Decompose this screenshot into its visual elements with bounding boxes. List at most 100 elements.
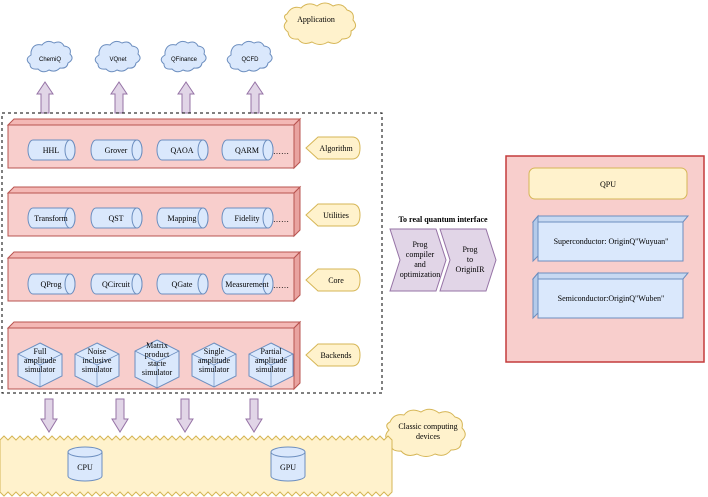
gpu-label: GPU	[280, 463, 296, 472]
hex-matrix-line3: stacte	[148, 359, 167, 368]
tag-backends-text: Backends	[320, 351, 351, 360]
pill-grover-label: Grover	[105, 146, 128, 155]
pill-qst	[90, 207, 143, 229]
hex-single-amplitude: Single amplitude simulator	[191, 342, 237, 388]
interface-title: To real quantum interface	[398, 215, 488, 224]
hex-matrix-line1: Matrix	[146, 341, 168, 350]
compiler-line4: optimization	[400, 270, 440, 279]
hex-full-line2: amplitude	[24, 356, 56, 365]
app-cloud-qcfd: QCFD	[226, 40, 273, 73]
pill-qgate-label: QGate	[172, 280, 193, 289]
pill-qcircuit-label: QCircuit	[102, 280, 131, 289]
hex-single-line3: simulator	[199, 365, 230, 374]
pill-qprog-label: QProg	[41, 280, 62, 289]
qpu-title-box	[528, 167, 688, 200]
hex-noise-line2: inclusive	[83, 356, 112, 365]
pill-qaoa	[156, 139, 209, 161]
pill-fidelity-label: Fidelity	[235, 214, 260, 223]
hex-single-line2: amplitude	[198, 356, 230, 365]
semiconductor-box: Semiconductor:OriginQ"Wuben"	[531, 271, 690, 320]
pill-fidelity	[221, 207, 274, 229]
app-cloud-vqnet: VQnet	[94, 40, 141, 73]
hex-full-amplitude: Full amplitude simulator	[17, 342, 63, 388]
originir-line3: OriginIR	[456, 265, 486, 274]
classic-badge-line1: Classic computing	[398, 422, 457, 431]
compiler-line2: compiler	[406, 250, 435, 259]
tag-algorithm-text: Algorithm	[319, 144, 353, 153]
superconductor-label: Superconductor: OriginQ"Wuyuan"	[554, 237, 669, 246]
pill-measurement	[221, 273, 274, 295]
pill-transform-label: Transform	[34, 214, 68, 223]
pill-qarm	[221, 139, 274, 161]
classic-badge-line2: devices	[416, 432, 440, 441]
up-arrow-chemiq	[36, 81, 54, 114]
pill-transform	[27, 207, 76, 229]
tag-algorithm	[305, 136, 361, 160]
app-cloud-chemiq: ChemiQ	[26, 40, 73, 73]
application-badge: Application	[283, 2, 357, 45]
pill-hhl	[27, 139, 76, 161]
pill-mapping	[156, 207, 209, 229]
classic-devices-band	[0, 435, 393, 497]
hex-single-line1: Single	[204, 347, 225, 356]
compiler-line3: and	[414, 260, 426, 269]
hex-partial-amplitude: Partial amplitude simulator	[248, 342, 294, 388]
hex-partial-line3: simulator	[256, 365, 287, 374]
hex-matrix-line4: simulator	[142, 368, 173, 377]
up-arrow-vqnet	[110, 81, 128, 114]
hex-partial-line2: amplitude	[255, 356, 287, 365]
prog-compiler-step: Prog compiler and optimization	[389, 228, 447, 292]
hex-matrix-line2: product	[145, 350, 170, 359]
qpu-panel: QPU Superconductor: OriginQ"Wuyuan" Semi…	[505, 155, 705, 363]
pill-qcircuit	[90, 273, 143, 295]
pill-qprog	[27, 273, 76, 295]
pill-qarm-label: QARM	[235, 146, 259, 155]
tag-backends	[305, 343, 361, 367]
classic-computing-badge: Classic computing devices	[385, 408, 466, 457]
semiconductor-label: Semiconductor:OriginQ"Wuben"	[558, 294, 665, 303]
up-arrow-qcfd	[246, 81, 264, 114]
down-arrow-1	[40, 398, 58, 433]
tag-utilities-text: Utilities	[323, 211, 349, 220]
pill-mapping-label: Mapping	[168, 214, 197, 223]
down-arrow-3	[176, 398, 194, 433]
prog-to-originir-step: Prog to OriginIR	[439, 228, 497, 292]
hex-noise-line1: Noise	[88, 347, 107, 356]
classic-arrows	[40, 398, 263, 433]
pill-qaoa-label: QAOA	[170, 146, 193, 155]
application-badge-text: Application	[297, 15, 335, 24]
app-arrows	[36, 81, 264, 114]
hex-partial-line1: Partial	[261, 347, 283, 356]
down-arrow-2	[111, 398, 129, 433]
down-arrow-4	[245, 398, 263, 433]
hex-matrix-product: Matrix product stacte simulator	[134, 339, 180, 389]
cpu-device: CPU	[67, 446, 103, 482]
app-cloud-qfinance: QFinance	[160, 40, 207, 73]
core-more: ……	[273, 281, 289, 290]
up-arrow-qfinance	[177, 81, 195, 114]
cpu-label: CPU	[77, 463, 93, 472]
tag-utilities	[305, 203, 361, 227]
hex-full-line1: Full	[34, 347, 48, 356]
pill-measurement-label: Measurement	[225, 280, 269, 289]
tag-core	[305, 268, 361, 292]
superconductor-box: Superconductor: OriginQ"Wuyuan"	[531, 214, 690, 263]
app-label-qfinance: QFinance	[171, 57, 198, 63]
compiler-line1: Prog	[412, 240, 427, 249]
app-label-chemiq: ChemiQ	[39, 57, 61, 63]
pill-grover	[90, 139, 143, 161]
app-label-vqnet: VQnet	[109, 57, 126, 63]
algorithm-more: ……	[273, 147, 289, 156]
pill-qst-label: QST	[108, 214, 123, 223]
originir-line1: Prog	[462, 245, 477, 254]
hex-noise-inclusive: Noise inclusive simulator	[74, 342, 120, 388]
hex-full-line3: simulator	[25, 365, 56, 374]
pill-qgate	[156, 273, 209, 295]
utilities-more: ……	[273, 215, 289, 224]
originir-line2: to	[467, 255, 473, 264]
qpu-title: QPU	[600, 180, 616, 189]
hex-noise-line3: simulator	[82, 365, 113, 374]
gpu-device: GPU	[270, 446, 306, 482]
pill-hhl-label: HHL	[43, 146, 60, 155]
